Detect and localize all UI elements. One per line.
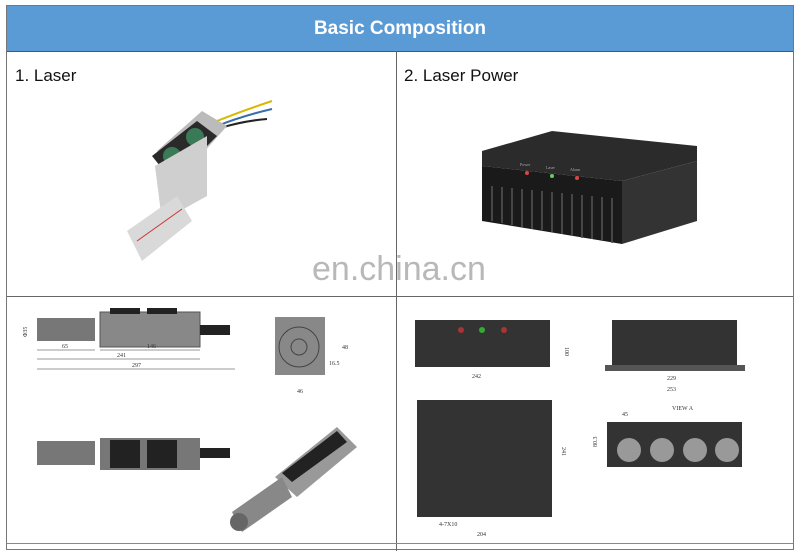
watermark: en.china.cn [312, 250, 486, 288]
laser-dimension-drawing: 65 146 241 297 Φ35 48 16.5 46 [23, 308, 357, 532]
dim-229: 229 [667, 376, 676, 382]
dim-297: 297 [132, 363, 141, 369]
dim-48: 48 [342, 345, 348, 351]
view-a-label: VIEW A [672, 406, 694, 412]
dim-45: 45 [622, 412, 628, 418]
dim-100: 100 [563, 347, 569, 356]
laser-power-photo: Power Laser Alarm [482, 131, 697, 244]
dim-65: 65 [62, 344, 68, 350]
dim-241: 241 [117, 353, 126, 359]
dim-204: 204 [477, 532, 486, 538]
laser-label: Laser [546, 165, 556, 170]
dim-hole: 4-7X10 [439, 522, 457, 528]
dim-146: 146 [147, 344, 156, 350]
laser-caption: 1. Laser [15, 66, 77, 85]
dim-diameter: Φ35 [23, 327, 29, 337]
laser-power-caption: 2. Laser Power [404, 66, 519, 85]
dim-80-3: 80.3 [593, 437, 599, 448]
dim-241-depth: 241 [560, 447, 566, 456]
dim-16-5: 16.5 [329, 361, 340, 367]
dim-46: 46 [297, 389, 303, 395]
dim-242: 242 [472, 374, 481, 380]
alarm-label: Alarm [570, 167, 581, 172]
laser-photo [127, 100, 273, 261]
row-divider-bottom [7, 543, 793, 544]
dim-253: 253 [667, 387, 676, 393]
laser-power-dimension-drawing: 242 100 229 253 241 4-7X10 204 45 80.3 V… [415, 320, 745, 538]
column-divider [396, 51, 397, 551]
power-label: Power [520, 162, 531, 167]
composition-table: Basic Composition 1. Laser 2. Laser Powe… [6, 5, 794, 551]
table-header: Basic Composition [7, 6, 793, 52]
row-divider [7, 296, 793, 297]
